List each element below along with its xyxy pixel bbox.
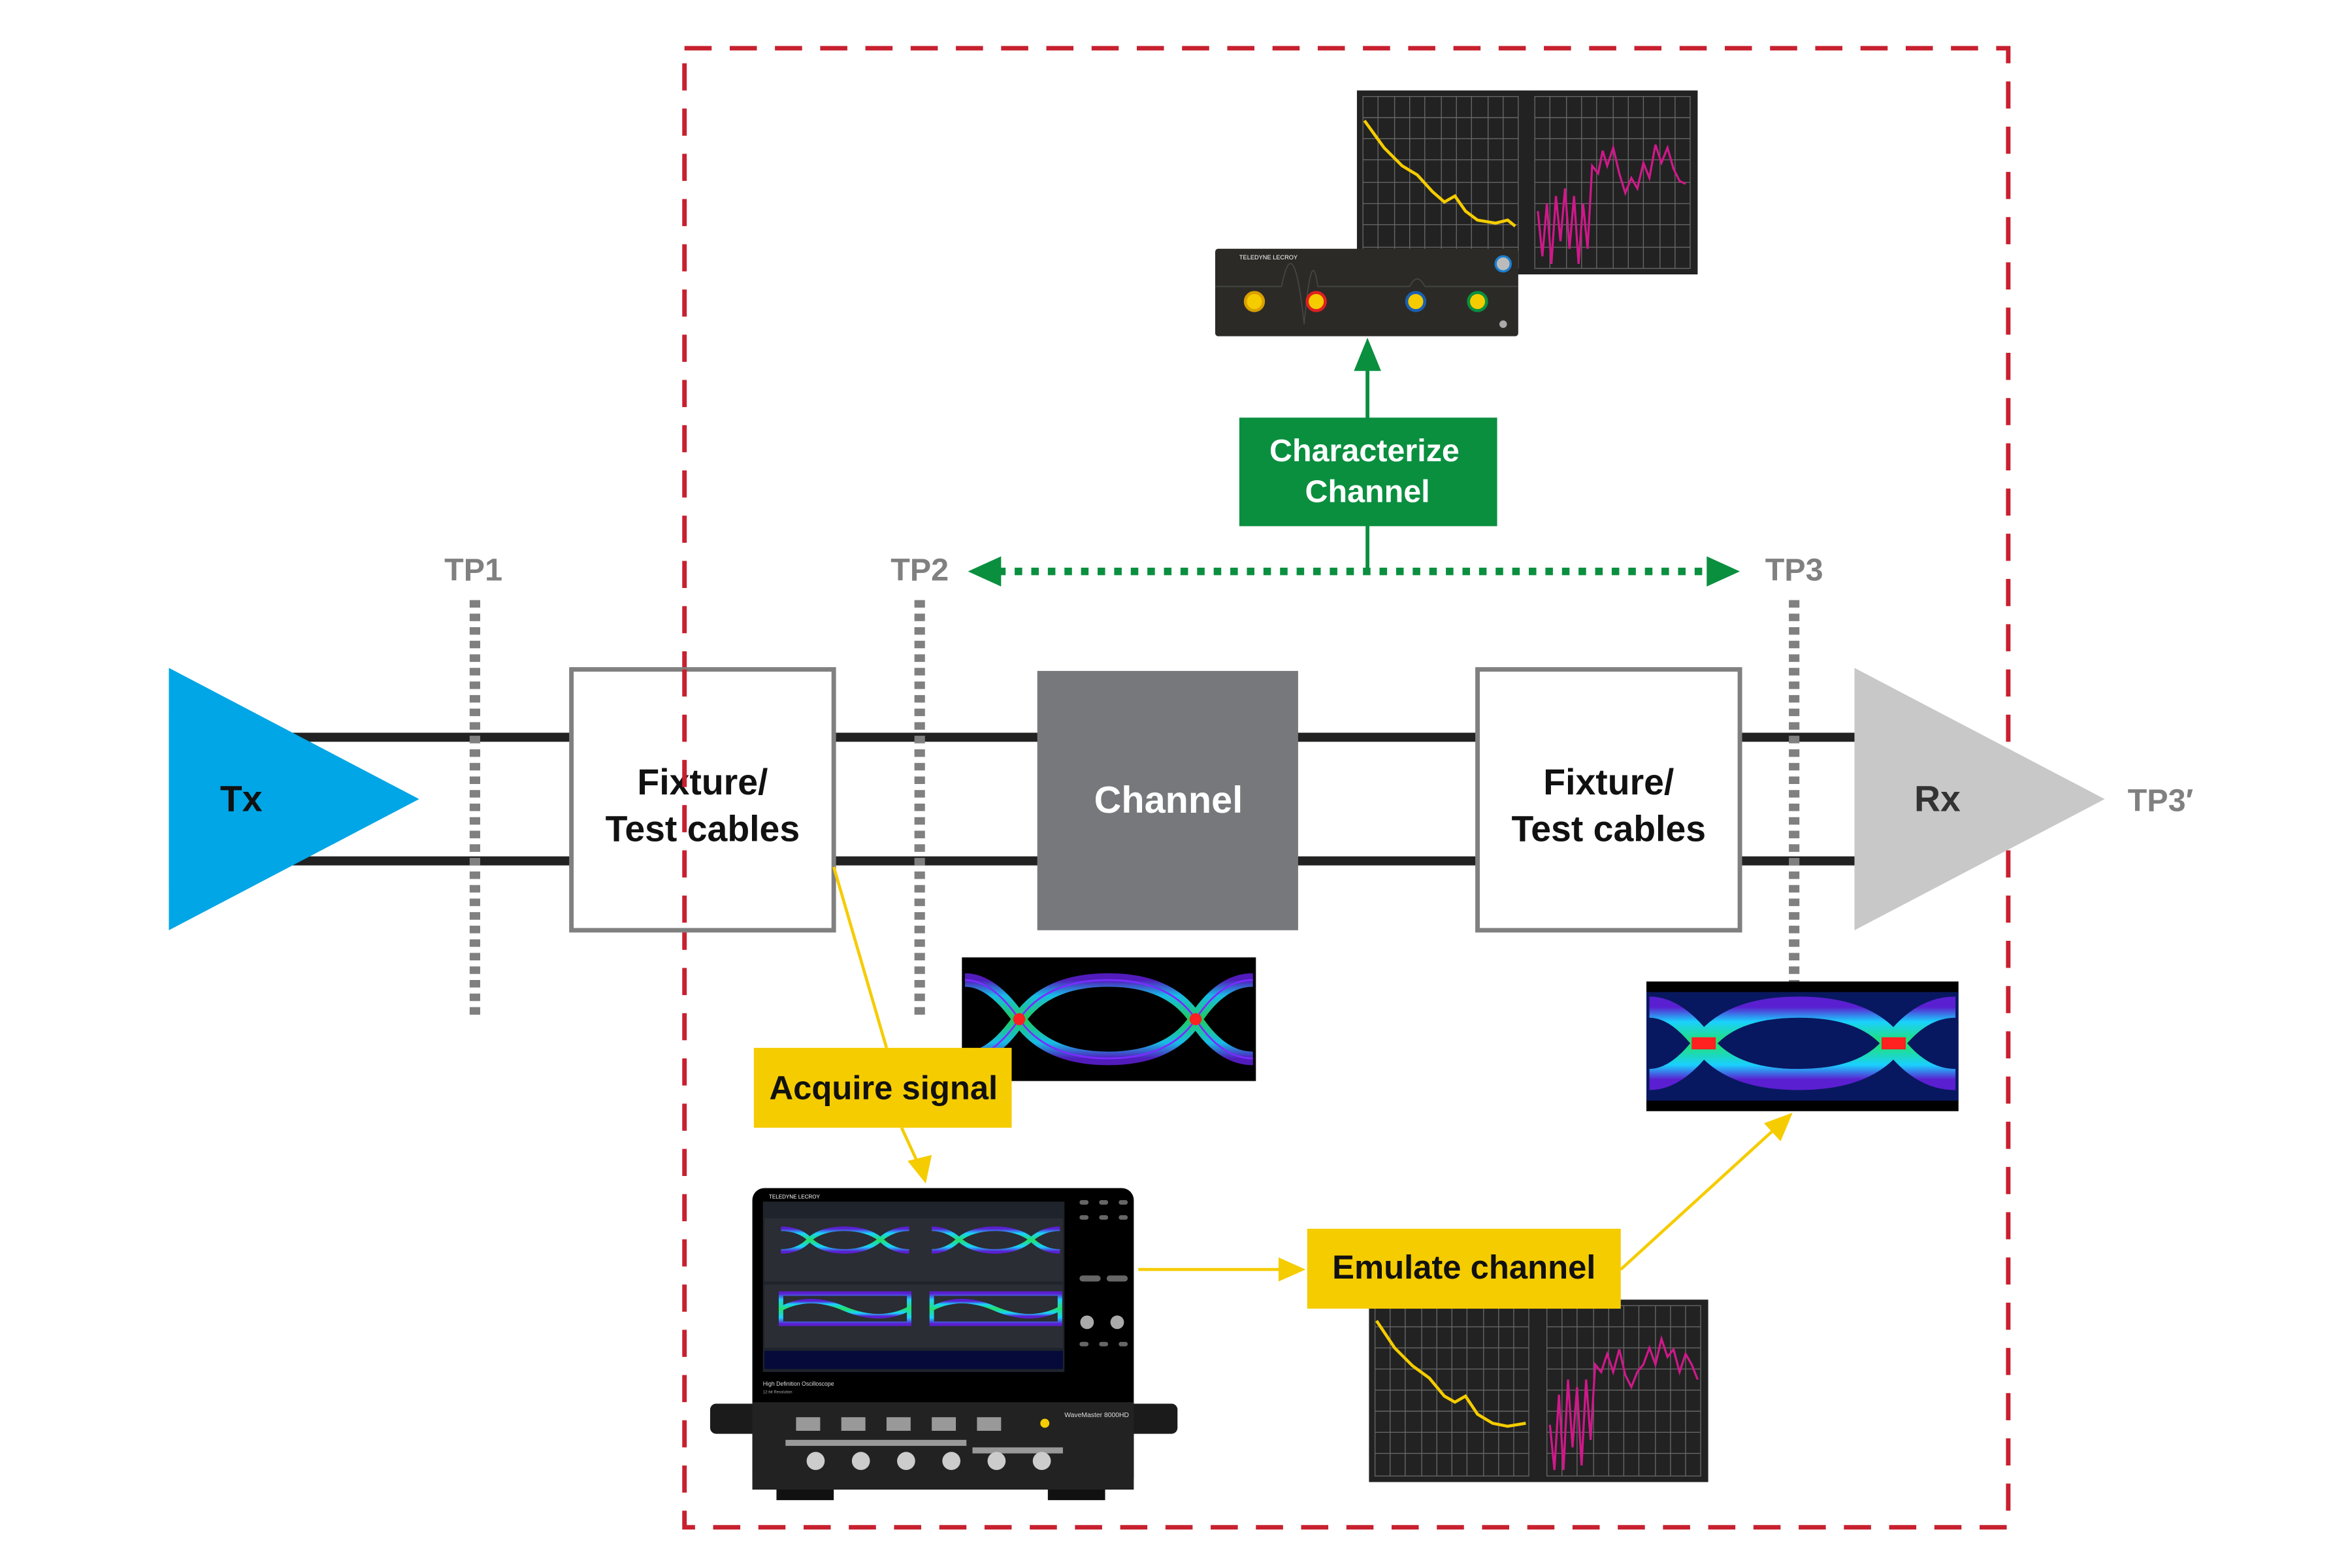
emulate-label: Emulate channel [1332, 1249, 1595, 1286]
scope-logo: TELEDYNE LECROY [769, 1194, 821, 1200]
port-3[interactable] [1405, 291, 1427, 312]
port-2[interactable] [1305, 291, 1327, 312]
emulate-out-arrowhead-icon [1764, 1113, 1793, 1141]
acquire-line [832, 866, 889, 1049]
rx-triangle [1854, 668, 2105, 930]
oscilloscope: TELEDYNE LECROY High Definition Oscillos… [710, 1188, 1178, 1501]
tp3-label: TP3 [1765, 552, 1823, 587]
vna-device: TELEDYNE LECROY [1215, 248, 1518, 336]
acquire-arrowhead-icon [907, 1154, 932, 1184]
emulate-box [1307, 1228, 1621, 1309]
tp3-prime-label: TP3′ [2128, 783, 2193, 819]
port-4[interactable] [1467, 291, 1488, 312]
channel-label: Channel [1094, 779, 1243, 821]
status-led [1494, 255, 1512, 273]
characterize-box [1239, 417, 1497, 527]
vna-logo: TELEDYNE LECROY [1239, 254, 1298, 261]
fixture-left-line1: Fixture/ [637, 762, 768, 802]
emulate-in-arrowhead-icon [1278, 1257, 1306, 1282]
eye-diagram-tp3 [1646, 981, 1959, 1111]
scope-caption: High Definition Oscilloscope [763, 1380, 834, 1387]
fixture-right-line1: Fixture/ [1543, 762, 1674, 802]
port-1[interactable] [1243, 291, 1266, 312]
fixture-left-line2: Test cables [606, 809, 800, 849]
channel-box [1037, 670, 1298, 930]
tx-triangle [169, 668, 419, 930]
characterize-line1: Characterize [1269, 433, 1460, 468]
acquire-label: Acquire signal [769, 1069, 998, 1106]
power-button[interactable] [1499, 320, 1507, 328]
return-loss-trace [1537, 144, 1686, 264]
characterize-line2: Channel [1305, 474, 1430, 509]
insertion-loss-trace [1363, 120, 1516, 227]
fixture-left-box [569, 667, 836, 933]
scope-model: WaveMaster 8000HD [1064, 1412, 1129, 1419]
tx-label: Tx [220, 779, 263, 819]
tp2-label: TP2 [890, 552, 949, 587]
vna-screen [1356, 90, 1698, 274]
arrowhead-right-icon [1707, 556, 1740, 587]
rx-label: Rx [1914, 779, 1961, 819]
acquire-box [753, 1047, 1012, 1128]
arrowhead-left-icon [968, 556, 1002, 587]
fixture-right-line2: Test cables [1512, 809, 1707, 849]
emulate-out-arrow [1620, 1126, 1778, 1271]
scope-subcaption: 12-bit Resolution [763, 1390, 792, 1394]
fixture-right-box [1475, 667, 1742, 933]
emulated-channel-screen [1369, 1299, 1708, 1482]
arrowhead-up-icon [1354, 337, 1381, 371]
tp1-label: TP1 [444, 552, 502, 587]
